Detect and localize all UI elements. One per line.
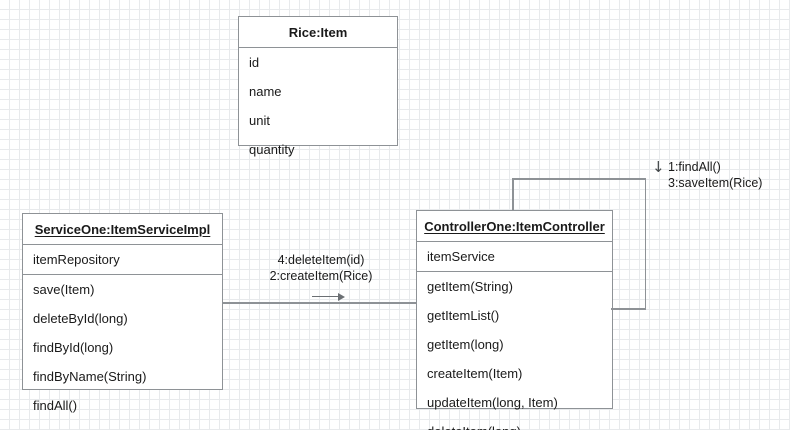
class-attribute: unit (249, 113, 270, 128)
class-operation: deleteItem(long) (417, 417, 612, 430)
selfcall-segment-down[interactable] (644, 178, 646, 309)
class-operation: getItem(String) (427, 279, 513, 294)
message-label-line-1: 1:findAll() (668, 160, 721, 174)
class-attribute: itemService (427, 249, 495, 264)
connector-direction-stem (312, 296, 339, 297)
class-box-rice-item[interactable]: Rice:Item id name unit quantity (238, 16, 398, 156)
class-attribute: name (249, 84, 282, 99)
class-attributes-controller-one: itemService (417, 242, 612, 272)
class-operation: findById(long) (33, 340, 114, 355)
class-box-controller-one[interactable]: ControllerOne:ItemController itemService… (416, 210, 613, 430)
arrow-down-icon: ↓ (652, 158, 665, 176)
message-label-line-2: 3:saveItem(Rice) (668, 176, 763, 190)
class-operation: save(Item) (33, 282, 95, 297)
class-operation: updateItem(long, Item) (427, 395, 558, 410)
class-attributes-rice-item: id name unit quantity (239, 48, 397, 164)
message-label-line-1: 4:deleteItem(id) (277, 253, 365, 267)
class-attribute: quantity (249, 142, 295, 157)
class-title-service-one: ServiceOne:ItemServiceImpl (23, 214, 222, 245)
class-operation: getItemList() (427, 308, 500, 323)
selfcall-segment-top[interactable] (512, 178, 646, 180)
message-label-controller-to-service: 4:deleteItem(id) 2:createItem(Rice) (246, 252, 396, 284)
class-operation: createItem(Item) (427, 366, 523, 381)
class-title-controller-one: ControllerOne:ItemController (417, 211, 612, 242)
class-operations-service-one: save(Item) deleteById(long) findById(lon… (23, 275, 222, 420)
class-attribute: id (249, 55, 260, 70)
class-box-service-one[interactable]: ServiceOne:ItemServiceImpl itemRepositor… (22, 213, 223, 412)
class-operation: deleteById(long) (33, 311, 128, 326)
selfcall-segment-up[interactable] (512, 178, 514, 211)
selfcall-segment-return[interactable] (611, 308, 646, 310)
message-label-line-2: 2:createItem(Rice) (269, 269, 373, 283)
message-label-self-call: 1:findAll() 3:saveItem(Rice) (668, 159, 762, 191)
connector-direction-arrowhead (338, 292, 345, 301)
class-operation: findAll() (33, 398, 78, 413)
class-operation: findByName(String) (33, 369, 147, 384)
connector-controller-to-service[interactable] (223, 302, 416, 304)
class-operations-controller-one: getItem(String) getItemList() getItem(lo… (417, 272, 612, 430)
class-attributes-service-one: itemRepository (23, 245, 222, 275)
class-attribute: itemRepository (33, 252, 120, 267)
class-title-rice-item: Rice:Item (239, 17, 397, 48)
class-operation: getItem(long) (427, 337, 504, 352)
